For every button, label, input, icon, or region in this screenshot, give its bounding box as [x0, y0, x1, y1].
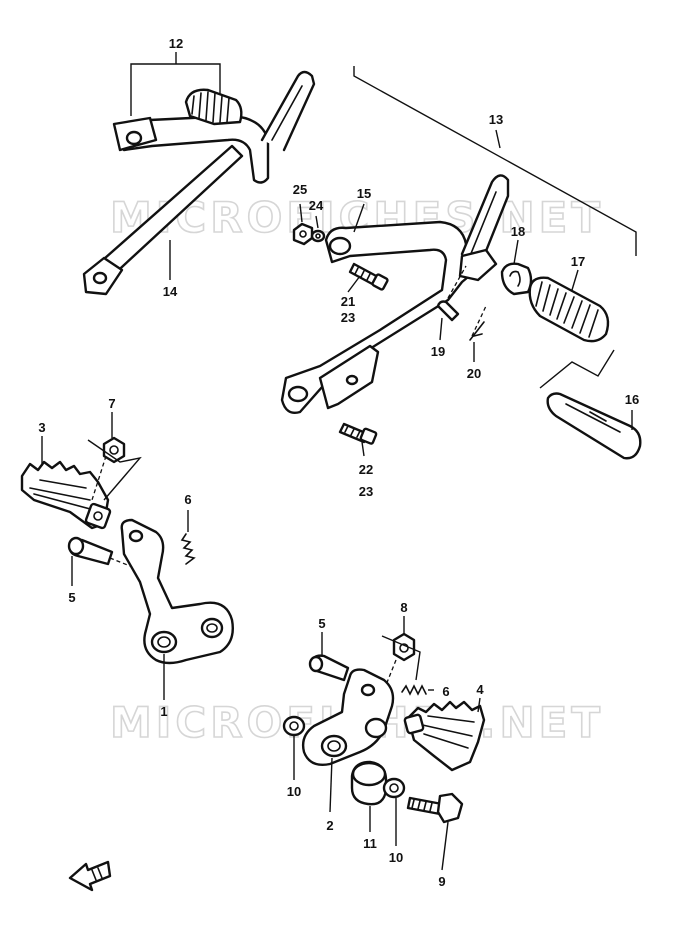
- label-1: 1: [160, 704, 167, 719]
- label-21: 21: [341, 294, 355, 309]
- label-11: 11: [363, 836, 377, 851]
- leader-25: [299, 203, 303, 223]
- leader-9: [441, 821, 449, 871]
- part-19-pin: [436, 300, 460, 322]
- part-20-clip: [469, 321, 485, 341]
- label-24: 24: [309, 198, 324, 213]
- part-12-rear-bracket: [112, 70, 316, 184]
- leader-line: [381, 635, 421, 681]
- leader-21: [347, 275, 361, 293]
- leader-17: [571, 269, 579, 291]
- label-20: 20: [467, 366, 481, 381]
- label-5-left: 5: [68, 590, 75, 605]
- part-10-washer-right: [382, 777, 406, 799]
- part-15-footrest-bracket: [280, 174, 510, 414]
- label-10-right: 10: [389, 850, 403, 865]
- part-14-rod: [82, 144, 244, 296]
- part-21-bolt: [348, 262, 389, 291]
- leader-2: [329, 757, 333, 813]
- label-15: 15: [357, 186, 371, 201]
- part-22-bolt: [338, 422, 378, 445]
- label-7: 7: [108, 396, 115, 411]
- label-23-upper: 23: [341, 310, 355, 325]
- label-10-left: 10: [287, 784, 301, 799]
- part-7-nut: [102, 436, 126, 464]
- label-2: 2: [326, 818, 333, 833]
- leader-22: [361, 441, 365, 457]
- alignment-line: [109, 557, 141, 571]
- label-3: 3: [38, 420, 45, 435]
- label-23-lower: 23: [359, 484, 373, 499]
- label-4: 4: [476, 682, 484, 697]
- label-17: 17: [571, 254, 585, 269]
- label-9: 9: [438, 874, 445, 889]
- leader-13-stem: [495, 129, 501, 149]
- leader-15: [353, 203, 365, 233]
- part-10-washer-left: [282, 715, 306, 737]
- label-6-left: 6: [184, 492, 191, 507]
- label-5-right: 5: [318, 616, 325, 631]
- part-17-rubber-grip: [528, 276, 610, 343]
- label-16: 16: [625, 392, 639, 407]
- alignment-line: [471, 305, 487, 337]
- label-12: 12: [169, 36, 183, 51]
- label-13: 13: [489, 112, 503, 127]
- part-24-washer: [310, 229, 326, 243]
- part-11-collar: [350, 760, 388, 806]
- part-6-spring-left: [180, 533, 196, 565]
- label-18: 18: [511, 224, 525, 239]
- leader-13: [353, 66, 637, 256]
- part-3-footpeg: [20, 460, 112, 530]
- label-14: 14: [163, 284, 178, 299]
- leader-24: [315, 215, 319, 229]
- label-25: 25: [293, 182, 307, 197]
- alignment-line: [447, 265, 467, 299]
- leader-line: [87, 439, 142, 501]
- label-8: 8: [400, 600, 407, 615]
- alignment-line: [91, 455, 107, 501]
- part-8-nut: [392, 632, 416, 662]
- leader-19: [439, 317, 443, 341]
- part-6-spring-right: [401, 684, 427, 696]
- part-5-pin-left: [67, 536, 114, 566]
- part-1-bracket: [120, 518, 234, 665]
- part-5-pin-right: [308, 654, 350, 682]
- label-19: 19: [431, 344, 445, 359]
- part-18-ring: [500, 262, 533, 296]
- part-4-footpeg: [403, 700, 486, 772]
- leader-line: [539, 349, 615, 389]
- part-25-nut: [292, 222, 314, 246]
- leader-4: [477, 697, 481, 713]
- label-22: 22: [359, 462, 373, 477]
- front-direction-arrow-icon: [68, 860, 112, 892]
- leader-18: [513, 239, 519, 265]
- part-2-bracket: [301, 668, 395, 766]
- part-9-bolt: [406, 792, 464, 824]
- label-6-right: 6: [442, 684, 449, 699]
- part-16-peg-plate: [546, 392, 642, 460]
